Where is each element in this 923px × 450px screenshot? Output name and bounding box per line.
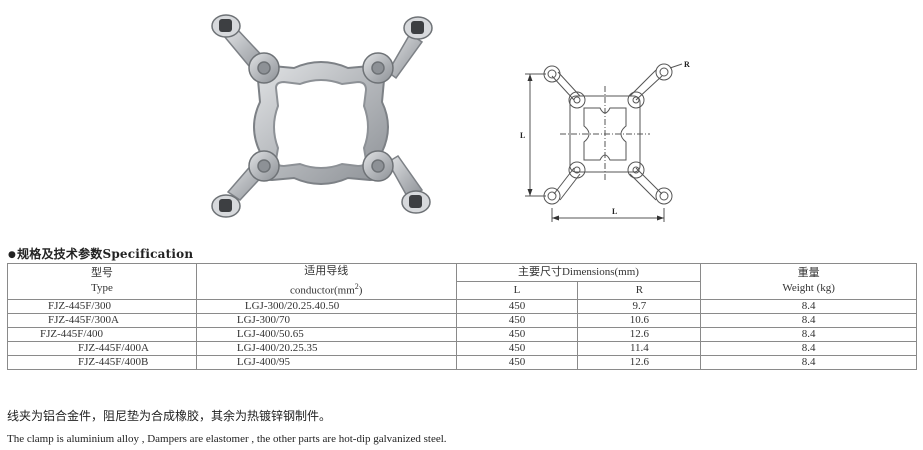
- cell-type: FJZ-445F/300A: [7, 312, 197, 328]
- damper-hubs: [248, 52, 394, 182]
- cell-conductor: LGJ-300/70: [195, 312, 457, 328]
- cell-type: FJZ-445F/300: [7, 298, 197, 314]
- cell-conductor: LGJ-400/20.25.35: [195, 340, 457, 356]
- cell-r: 10.6: [577, 312, 702, 328]
- table-row: FJZ-445F/400A LGJ-400/20.25.35 450 11.4 …: [7, 340, 917, 356]
- bullet-icon: ●: [8, 250, 17, 260]
- cell-weight: 8.4: [700, 354, 917, 370]
- spec-title: ●规格及技术参数Specification: [8, 245, 193, 262]
- table-row: FJZ-445F/300 LGJ-300/20.25.40.50 450 9.7…: [7, 298, 917, 314]
- cell-l: 450: [455, 312, 579, 328]
- cell-r: 12.6: [577, 326, 702, 342]
- header-dimensions: 主要尺寸Dimensions(mm): [455, 263, 702, 282]
- cell-conductor: LGJ-400/50.65: [195, 326, 457, 342]
- material-note-english: The clamp is aluminium alloy , Dampers a…: [7, 433, 447, 445]
- cell-type: FJZ-445F/400B: [7, 354, 197, 370]
- material-note-chinese: 线夹为铝合金件，阻尼垫为合成橡胶，其余为热镀锌钢制件。: [7, 409, 332, 423]
- cell-l: 450: [455, 326, 579, 342]
- cell-weight: 8.4: [700, 340, 917, 356]
- technical-drawing: R L L: [520, 60, 690, 222]
- drawing-label-l-horizontal: L: [612, 207, 617, 216]
- cell-l: 450: [455, 340, 579, 356]
- table-row: FJZ-445F/400 LGJ-400/50.65 450 12.6 8.4: [7, 326, 917, 342]
- cell-weight: 8.4: [700, 326, 917, 342]
- cell-conductor: LGJ-300/20.25.40.50: [195, 298, 457, 314]
- cell-conductor: LGJ-400/95: [195, 354, 457, 370]
- cell-weight: 8.4: [700, 312, 917, 328]
- conductor-clamps: [211, 14, 433, 218]
- table-subheader-row: L R: [8, 280, 917, 300]
- header-dim-r: R: [577, 280, 702, 300]
- cell-l: 450: [455, 298, 579, 314]
- table-row: FJZ-445F/400B LGJ-400/95 450 12.6 8.4: [7, 354, 917, 370]
- table-row: FJZ-445F/300A LGJ-300/70 450 10.6 8.4: [7, 312, 917, 328]
- product-photo: [211, 14, 433, 218]
- cell-r: 9.7: [577, 298, 702, 314]
- cell-type: FJZ-445F/400A: [7, 340, 197, 356]
- drawing-label-r: R: [684, 60, 690, 69]
- header-dim-l: L: [455, 280, 579, 300]
- drawing-label-l-vertical: L: [520, 131, 525, 140]
- cell-r: 12.6: [577, 354, 702, 370]
- spec-title-text: 规格及技术参数Specification: [17, 247, 194, 261]
- cell-l: 450: [455, 354, 579, 370]
- cell-type: FJZ-445F/400: [7, 326, 197, 342]
- cell-r: 11.4: [577, 340, 702, 356]
- cell-weight: 8.4: [700, 298, 917, 314]
